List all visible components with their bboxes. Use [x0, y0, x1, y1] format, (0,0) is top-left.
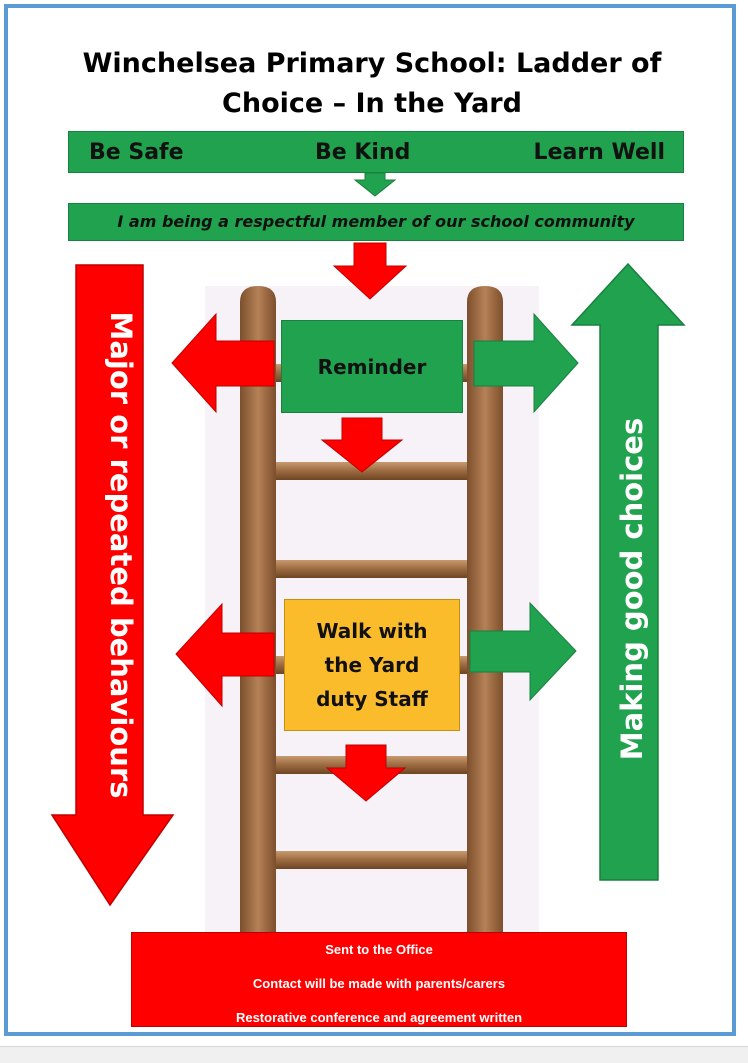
- walk-with-staff-step: Walk with the Yard duty Staff: [284, 599, 460, 731]
- top-red-down-arrow: [332, 242, 408, 300]
- walk-down-arrow: [325, 744, 407, 802]
- good-choices-arrow: [570, 262, 686, 881]
- office-line-2: Contact will be made with parents/carers: [252, 976, 506, 991]
- office-line-3: Restorative conference and agreement wri…: [235, 1010, 523, 1025]
- walk-step-line-3: duty Staff: [316, 687, 428, 711]
- walk-step-line-1: Walk with: [316, 619, 428, 643]
- page-frame: [4, 4, 736, 1036]
- page-bottom-edge: [0, 1046, 748, 1063]
- major-behaviours-label: Major or repeated behaviours: [104, 311, 138, 799]
- poster-title: Winchelsea Primary School: Ladder of Cho…: [40, 44, 704, 124]
- reminder-step: Reminder: [281, 320, 463, 413]
- walk-step-line-2: the Yard: [324, 653, 420, 677]
- title-line-1: Winchelsea Primary School: Ladder of: [82, 48, 662, 79]
- school-values-banner: Be Safe Be Kind Learn Well: [68, 131, 684, 173]
- reminder-right-arrow: [473, 312, 579, 414]
- office-line-1: Sent to the Office: [325, 942, 433, 957]
- walk-left-arrow: [175, 602, 275, 708]
- office-consequence-box: Sent to the Office Contact will be made …: [131, 932, 627, 1027]
- good-choices-label: Making good choices: [615, 417, 649, 761]
- respect-statement: I am being a respectful member of our sc…: [68, 203, 684, 241]
- ladder-rung: [274, 560, 470, 578]
- ladder-left-rail: [240, 286, 276, 934]
- walk-right-arrow: [469, 601, 577, 702]
- value-be-safe: Be Safe: [89, 140, 184, 165]
- ladder-rung: [274, 462, 470, 480]
- value-learn-well: Learn Well: [533, 140, 665, 165]
- value-be-kind: Be Kind: [315, 140, 411, 165]
- reminder-down-arrow: [320, 417, 404, 473]
- title-line-2: Choice – In the Yard: [222, 88, 522, 119]
- major-behaviours-arrow: [50, 264, 175, 907]
- ladder-rung: [274, 851, 470, 869]
- reminder-left-arrow: [171, 312, 275, 414]
- ladder-right-rail: [467, 286, 503, 934]
- green-down-arrow: [353, 172, 397, 197]
